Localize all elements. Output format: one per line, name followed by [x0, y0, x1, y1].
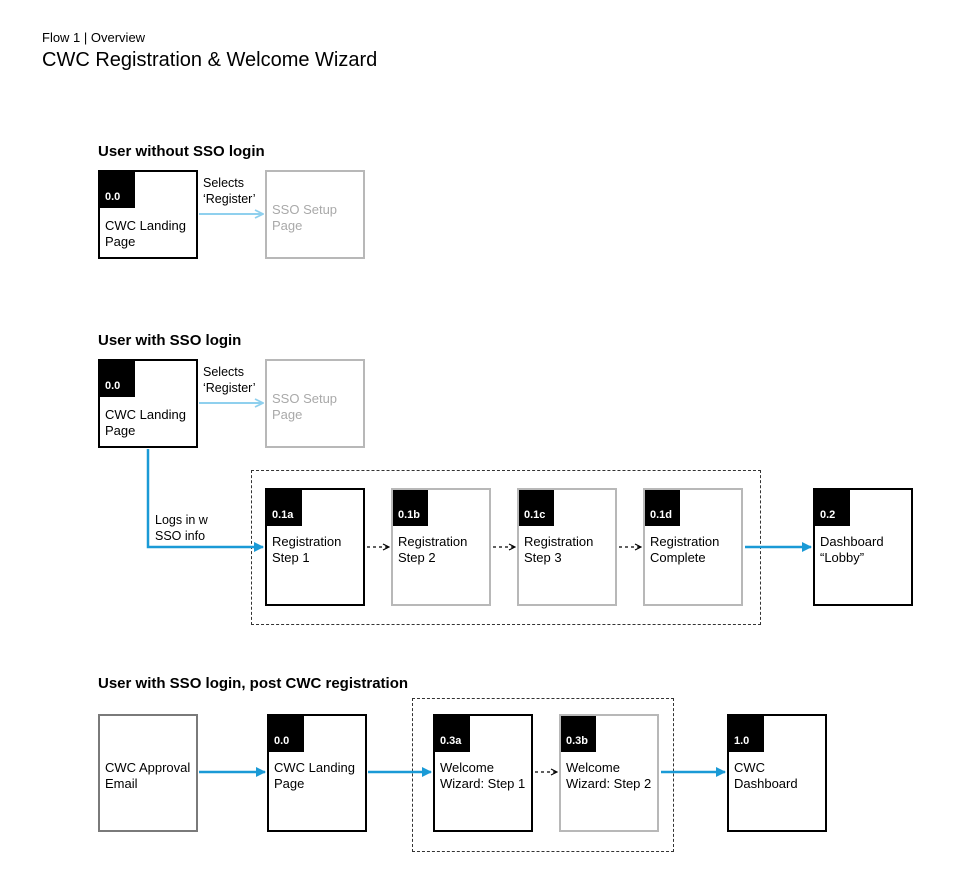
node-registration-step-2[interactable]: 0.1b Registration Step 2 [391, 488, 491, 606]
node-label: Registration Step 1 [272, 534, 342, 565]
section-title-post-registration: User with SSO login, post CWC registrati… [98, 675, 409, 692]
node-label: Welcome Wizard: Step 2 [566, 760, 652, 791]
node-sso-setup-page[interactable]: SSO Setup Page [265, 170, 365, 259]
node-label: Dashboard “Lobby” [820, 534, 884, 565]
node-label: Registration Step 3 [524, 534, 594, 565]
node-cwc-landing-page[interactable]: 0.0 CWC Landing Page [98, 359, 198, 448]
node-cwc-approval-email[interactable]: CWC Approval Email [98, 714, 198, 832]
page-title: CWC Registration & Welcome Wizard [42, 49, 378, 71]
node-label: Registration Complete [650, 534, 720, 565]
node-registration-step-3[interactable]: 0.1c Registration Step 3 [517, 488, 617, 606]
node-label: CWC Landing Page [274, 760, 355, 791]
node-cwc-landing-page[interactable]: 0.0 CWC Landing Page [267, 714, 367, 832]
annotation-selects-register: Selects ‘Register’ [203, 365, 256, 395]
node-code-tag: 0.1d [645, 490, 680, 526]
node-code-tag: 0.2 [815, 490, 850, 526]
node-code-tag: 0.0 [269, 716, 304, 752]
section-title-no-sso: User without SSO login [98, 143, 265, 160]
node-welcome-wizard-step-2[interactable]: 0.3b Welcome Wizard: Step 2 [559, 714, 659, 832]
node-dashboard-lobby[interactable]: 0.2 Dashboard “Lobby” [813, 488, 913, 606]
node-label: CWC Landing Page [105, 218, 186, 249]
node-label: Registration Step 2 [398, 534, 468, 565]
node-code-tag: 0.1c [519, 490, 554, 526]
node-label: CWC Dashboard [734, 760, 798, 791]
node-label: Welcome Wizard: Step 1 [440, 760, 526, 791]
node-code-tag: 0.3a [435, 716, 470, 752]
node-label: CWC Landing Page [105, 407, 186, 438]
node-label: SSO Setup Page [272, 391, 338, 422]
node-code-tag: 0.1b [393, 490, 428, 526]
node-cwc-landing-page[interactable]: 0.0 CWC Landing Page [98, 170, 198, 259]
annotation-logs-in-sso: Logs in w SSO info [155, 513, 208, 543]
node-welcome-wizard-step-1[interactable]: 0.3a Welcome Wizard: Step 1 [433, 714, 533, 832]
annotation-selects-register: Selects ‘Register’ [203, 176, 256, 206]
welcome-wizard-group [412, 698, 674, 852]
node-label: SSO Setup Page [272, 202, 338, 233]
node-cwc-dashboard[interactable]: 1.0 CWC Dashboard [727, 714, 827, 832]
node-code-tag: 0.1a [267, 490, 302, 526]
node-registration-complete[interactable]: 0.1d Registration Complete [643, 488, 743, 606]
arrow-logs-in-sso [146, 449, 264, 552]
node-sso-setup-page[interactable]: SSO Setup Page [265, 359, 365, 448]
node-code-tag: 0.0 [100, 361, 135, 397]
node-code-tag: 0.0 [100, 172, 135, 208]
node-code-tag: 1.0 [729, 716, 764, 752]
node-code-tag: 0.3b [561, 716, 596, 752]
node-label: CWC Approval Email [105, 760, 191, 791]
section-title-with-sso: User with SSO login [98, 332, 242, 349]
page-subtitle: Flow 1 | Overview [42, 30, 146, 45]
node-registration-step-1[interactable]: 0.1a Registration Step 1 [265, 488, 365, 606]
